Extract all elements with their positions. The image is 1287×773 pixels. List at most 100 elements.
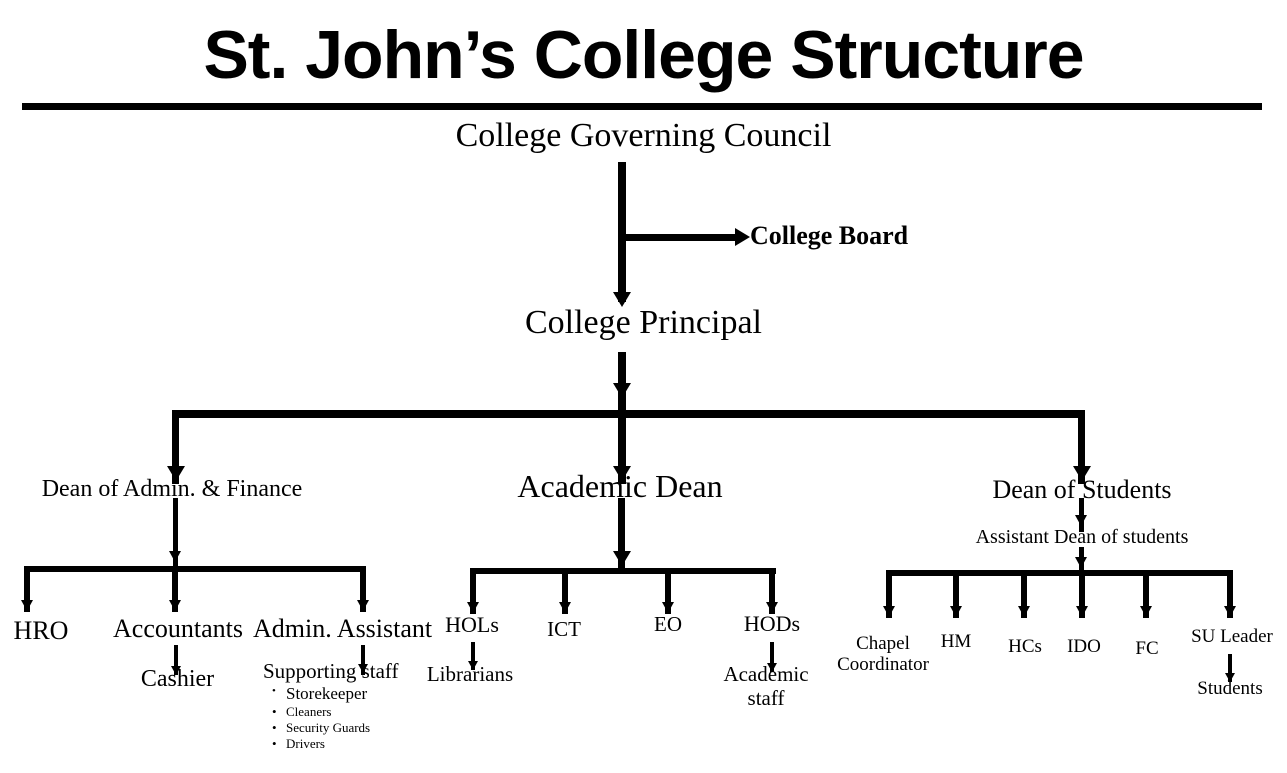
arrowhead-bus-to-academic-dean — [613, 466, 631, 481]
node-academic-staff: Academic staff — [710, 662, 822, 710]
node-label: Supporting staff — [263, 659, 399, 683]
node-hols: HOLs — [428, 613, 516, 636]
node-academic-dean: Academic Dean — [470, 468, 770, 504]
connector-academic-bus-to-hods — [769, 568, 775, 614]
connector-hols-to-librarians — [471, 642, 475, 670]
list-item: Storekeeper — [272, 684, 370, 704]
node-label: SU Leader — [1191, 626, 1273, 647]
connector-academic-bus-to-hols — [470, 568, 476, 614]
arrowhead-bus-to-dean-students — [1073, 466, 1091, 481]
arrowhead-students-bus-to-ido — [1076, 606, 1088, 617]
connector-admin-bus-to-accountants — [172, 566, 178, 612]
arrowhead-hods-to-academic-staff — [767, 663, 777, 672]
connector-students-bus-to-su-leader — [1227, 570, 1233, 618]
page-title: St. John’s College Structure — [203, 17, 1084, 93]
connector-bus-to-dean-students — [1078, 410, 1085, 484]
node-label: ICT — [547, 617, 581, 641]
connector-admin-bus — [24, 566, 366, 572]
connector-academic-bus — [470, 568, 776, 574]
node-college-principal: College Principal — [0, 305, 1287, 341]
arrowhead-admin-assistant-to-supporting-staff — [358, 664, 368, 673]
supporting-staff-list: Storekeeper Cleaners Security Guards Dri… — [268, 684, 370, 752]
node-label: HODs — [743, 611, 801, 636]
arrowhead-council-to-principal — [613, 292, 631, 307]
list-item: Cleaners — [272, 704, 370, 720]
node-label: EO — [654, 612, 682, 636]
node-label: IDO — [1067, 636, 1101, 657]
arrowhead-assistant-dean-stem — [1075, 557, 1087, 568]
node-label: College Board — [750, 221, 909, 250]
node-label-line2: Coordinator — [837, 654, 929, 676]
connector-admin-bus-to-admin-assistant — [360, 566, 366, 612]
connector-academic-bus-to-eo — [665, 568, 671, 614]
arrowhead-hols-to-librarians — [468, 661, 478, 670]
arrowhead-principal-stem — [613, 383, 631, 398]
arrowhead-students-bus-to-su-leader — [1224, 606, 1236, 617]
node-label: HM — [940, 631, 972, 652]
connector-academic-dean-stem — [618, 498, 625, 570]
node-label: Students — [1197, 678, 1263, 699]
arrowhead-academic-bus-to-eo — [662, 602, 674, 613]
connector-council-to-principal — [618, 162, 626, 302]
node-eo: EO — [633, 613, 703, 635]
connector-hods-to-academic-staff — [770, 642, 774, 672]
connector-principal-stem — [618, 352, 626, 410]
connector-accountants-to-cashier — [174, 645, 178, 675]
node-label: HRO — [13, 616, 69, 645]
connector-students-bus-to-fc — [1143, 570, 1149, 618]
arrowhead-accountants-to-cashier — [171, 666, 181, 675]
arrowhead-academic-bus-to-hods — [766, 602, 778, 613]
arrowhead-council-to-board — [735, 228, 750, 246]
node-label: College Governing Council — [455, 117, 832, 154]
node-label: Dean of Admin. & Finance — [41, 476, 303, 502]
arrowhead-academic-dean-stem — [613, 551, 631, 566]
connector-council-to-board — [622, 234, 740, 241]
connector-bus-to-dean-admin — [172, 410, 179, 484]
node-hro: HRO — [0, 617, 82, 644]
connector-admin-assistant-to-supporting-staff — [361, 645, 365, 675]
node-admin-assistant: Admin. Assistant — [253, 615, 475, 642]
connector-students-bus-to-ido — [1079, 570, 1085, 618]
connector-dean-admin-stem — [173, 498, 178, 568]
arrowhead-students-bus-to-fc — [1140, 606, 1152, 617]
arrowhead-academic-bus-to-ict — [559, 602, 571, 613]
connector-students-bus-to-chapel — [886, 570, 892, 618]
node-students: Students — [1175, 679, 1285, 699]
list-item: Drivers — [272, 736, 370, 752]
node-label: Librarians — [426, 662, 514, 686]
node-supporting-staff: Supporting staff — [263, 660, 463, 682]
arrowhead-students-bus-to-chapel — [883, 606, 895, 617]
connector-students-bus — [886, 570, 1232, 576]
arrowhead-su-leader-to-students — [1225, 673, 1235, 682]
connector-admin-bus-to-hro — [24, 566, 30, 612]
node-dean-of-admin-finance: Dean of Admin. & Finance — [26, 476, 318, 502]
connector-bus-to-academic-dean — [618, 410, 626, 484]
arrowhead-admin-bus-to-admin-assistant — [357, 600, 369, 611]
connector-su-leader-to-students — [1228, 654, 1232, 682]
node-label: Academic staff — [723, 662, 809, 710]
node-label-line1: Chapel — [856, 633, 910, 654]
node-chapel-coordinator: Chapel Coordinator — [830, 633, 936, 676]
node-su-leader: SU Leader — [1178, 627, 1286, 647]
node-label: Accountants — [113, 614, 243, 643]
node-cashier: Cashier — [110, 666, 245, 692]
node-college-governing-council: College Governing Council — [0, 118, 1287, 154]
node-label: Admin. Assistant — [253, 614, 433, 643]
node-hods: HODs — [727, 612, 817, 635]
arrowhead-bus-to-dean-admin — [167, 466, 185, 481]
arrowhead-academic-bus-to-hols — [467, 602, 479, 613]
title-underline-rule — [22, 103, 1262, 110]
arrowhead-admin-bus-to-accountants — [169, 600, 181, 611]
node-label: Academic Dean — [517, 468, 723, 504]
node-accountants: Accountants — [95, 615, 261, 642]
node-ido: IDO — [1056, 637, 1112, 657]
node-label: College Principal — [524, 304, 762, 341]
node-librarians: Librarians — [405, 663, 535, 685]
node-label: Cashier — [140, 666, 215, 692]
list-item: Security Guards — [272, 720, 370, 736]
connector-main-bus — [172, 410, 1085, 418]
node-hm: HM — [928, 632, 984, 652]
node-ict: ICT — [527, 618, 601, 640]
connector-academic-bus-to-ict — [562, 568, 568, 614]
